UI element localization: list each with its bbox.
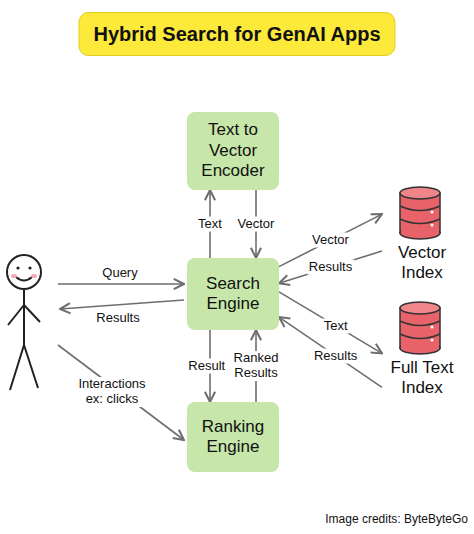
node-text: Full Text Index: [382, 358, 462, 397]
user-arrows: [58, 284, 184, 440]
process-box: Ranking Engine: [187, 402, 279, 472]
node-text: Search Engine: [193, 274, 273, 315]
database-node: Full Text Index: [382, 300, 462, 397]
connector-arrow: [279, 251, 382, 283]
user-figure: [7, 255, 41, 390]
edge-label: Vector: [310, 233, 351, 248]
title-text: Hybrid Search for GenAI Apps: [93, 23, 380, 46]
edge-label: Vector: [236, 217, 277, 232]
flow-label: Interactions ex: clicks: [71, 377, 153, 407]
edge-label: Results: [312, 348, 359, 363]
database-icon: [400, 187, 440, 239]
node-text: Vector Index: [382, 243, 462, 282]
database-icon: [400, 302, 440, 354]
node-text: Text to Vector Encoder: [193, 120, 273, 181]
credit-note: Image credits: ByteByteGo: [325, 512, 468, 526]
connector-arrow: [279, 292, 382, 354]
edge-label: Text: [322, 318, 350, 333]
node-text: Ranking Engine: [193, 417, 273, 458]
connector-arrow: [279, 317, 382, 387]
edge-label: Results: [307, 260, 354, 275]
title-banner: Hybrid Search for GenAI Apps: [78, 12, 395, 56]
process-box: Text to Vector Encoder: [187, 112, 279, 190]
edge-label: Ranked Results: [225, 351, 287, 381]
database-node: Vector Index: [382, 185, 462, 282]
process-box: Search Engine: [187, 258, 279, 330]
edge-label: Text: [196, 217, 224, 232]
flow-label: Query: [100, 266, 139, 281]
flow-label: Results: [94, 311, 141, 326]
